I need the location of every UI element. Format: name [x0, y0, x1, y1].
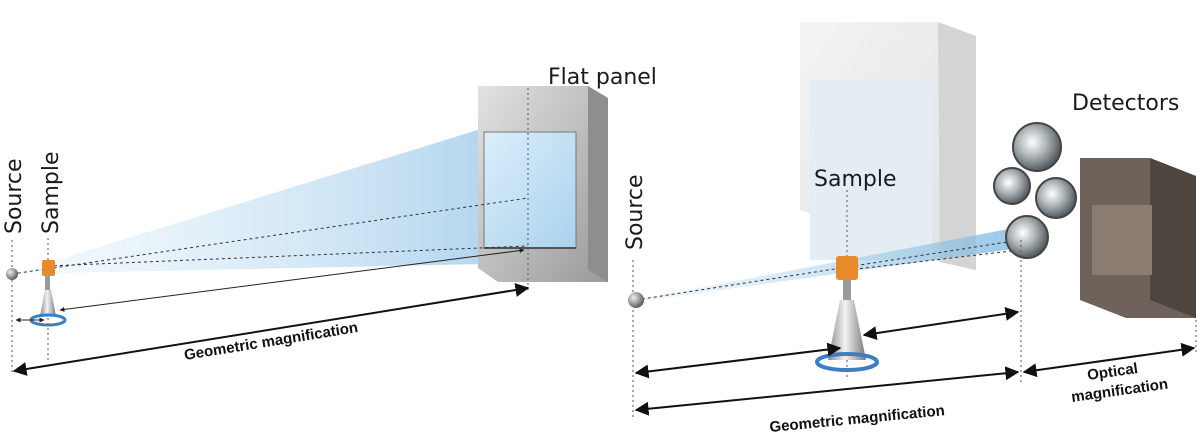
detector-array — [993, 122, 1196, 318]
flat-panel-label: Flat panel — [548, 65, 657, 90]
right-geometric-arrow — [634, 366, 1020, 416]
flat-panel-detector — [478, 86, 608, 282]
left-source-point — [6, 268, 18, 280]
detector-lens-left — [993, 167, 1031, 205]
left-source-label: Source — [2, 158, 27, 234]
right-sample-label: Sample — [814, 167, 897, 192]
left-sample-label: Sample — [39, 152, 64, 235]
left-magnification-label: Geometric magnification — [183, 319, 359, 364]
detectors-label: Detectors — [1072, 91, 1179, 116]
right-source-label: Source — [623, 174, 648, 250]
right-sample-arrow — [634, 342, 842, 379]
background-flat-panel — [800, 22, 976, 270]
detector-lens-top — [1012, 122, 1062, 172]
right-source-point — [628, 292, 644, 308]
right-geometric-label: Geometric magnification — [769, 402, 946, 435]
right-xray-beam — [636, 228, 1020, 302]
right-beam-axis — [635, 239, 1021, 301]
left-xray-beam — [12, 128, 528, 274]
left-magnification-arrow — [12, 283, 530, 376]
detector-lens-bottom — [1005, 215, 1049, 259]
optical-label-line1: Optical — [1086, 360, 1139, 384]
right-setup: Source Sample Detectors Geometric magnif… — [623, 22, 1197, 435]
right-sample-detector-arrow — [862, 306, 1020, 341]
left-setup: Source Sample Flat panel Geometric magni… — [2, 65, 657, 376]
detector-lens-center — [1035, 177, 1077, 219]
right-optical-arrow — [1022, 342, 1196, 378]
optical-label-line2: magnification — [1070, 376, 1169, 406]
